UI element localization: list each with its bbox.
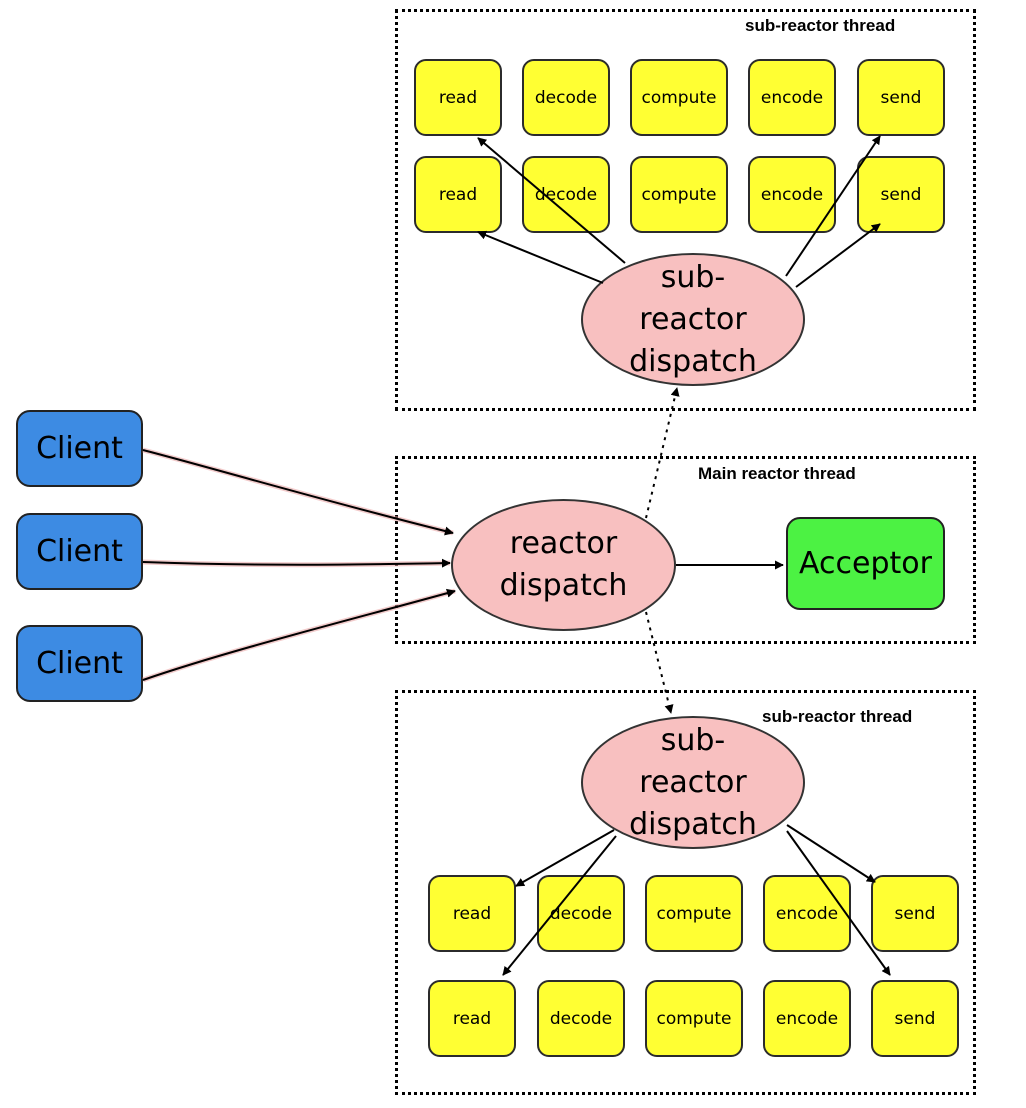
bottom-task-encode-1: encode bbox=[763, 875, 851, 952]
top-task-read-2: read bbox=[414, 156, 502, 233]
top-sub-reactor-dispatch: sub- reactor dispatch bbox=[581, 253, 805, 386]
bottom-sub-reactor-dispatch: sub- reactor dispatch bbox=[581, 716, 805, 849]
bottom-dispatch-line-1: sub- bbox=[660, 722, 726, 758]
top-dispatch-line-2: reactor bbox=[639, 301, 747, 337]
bottom-task-decode-2: decode bbox=[537, 980, 625, 1057]
bottom-task-read-2: read bbox=[428, 980, 516, 1057]
acceptor-box: Acceptor bbox=[786, 517, 945, 610]
top-sub-reactor-title: sub-reactor thread bbox=[745, 16, 896, 35]
top-sub-reactor-frame bbox=[395, 9, 976, 411]
bottom-task-compute-2: compute bbox=[645, 980, 743, 1057]
main-dispatch-line-2: dispatch bbox=[499, 568, 628, 603]
bottom-task-compute-1: compute bbox=[645, 875, 743, 952]
bottom-task-decode-1: decode bbox=[537, 875, 625, 952]
bottom-dispatch-line-2: reactor bbox=[639, 764, 747, 800]
top-task-send-2: send bbox=[857, 156, 945, 233]
top-task-compute-1: compute bbox=[630, 59, 728, 136]
bottom-sub-reactor-title: sub-reactor thread bbox=[762, 707, 913, 726]
bottom-task-encode-2: encode bbox=[763, 980, 851, 1057]
top-task-compute-2: compute bbox=[630, 156, 728, 233]
bottom-task-send-1: send bbox=[871, 875, 959, 952]
main-dispatch-line-1: reactor bbox=[509, 526, 618, 561]
bottom-sub-reactor-frame bbox=[395, 690, 976, 1095]
bottom-task-send-2: send bbox=[871, 980, 959, 1057]
main-reactor-frame bbox=[395, 456, 976, 644]
bottom-dispatch-line-3: dispatch bbox=[629, 806, 757, 842]
main-reactor-dispatch: reactor dispatch bbox=[451, 499, 676, 631]
client-box-1: Client bbox=[16, 410, 143, 487]
top-task-encode-1: encode bbox=[748, 59, 836, 136]
top-task-read-1: read bbox=[414, 59, 502, 136]
client-box-3: Client bbox=[16, 625, 143, 702]
top-task-decode-2: decode bbox=[522, 156, 610, 233]
client-box-2: Client bbox=[16, 513, 143, 590]
top-task-send-1: send bbox=[857, 59, 945, 136]
bottom-task-read-1: read bbox=[428, 875, 516, 952]
top-dispatch-line-3: dispatch bbox=[629, 343, 757, 379]
top-task-decode-1: decode bbox=[522, 59, 610, 136]
top-dispatch-line-1: sub- bbox=[660, 259, 726, 295]
main-reactor-title: Main reactor thread bbox=[698, 464, 856, 483]
top-task-encode-2: encode bbox=[748, 156, 836, 233]
